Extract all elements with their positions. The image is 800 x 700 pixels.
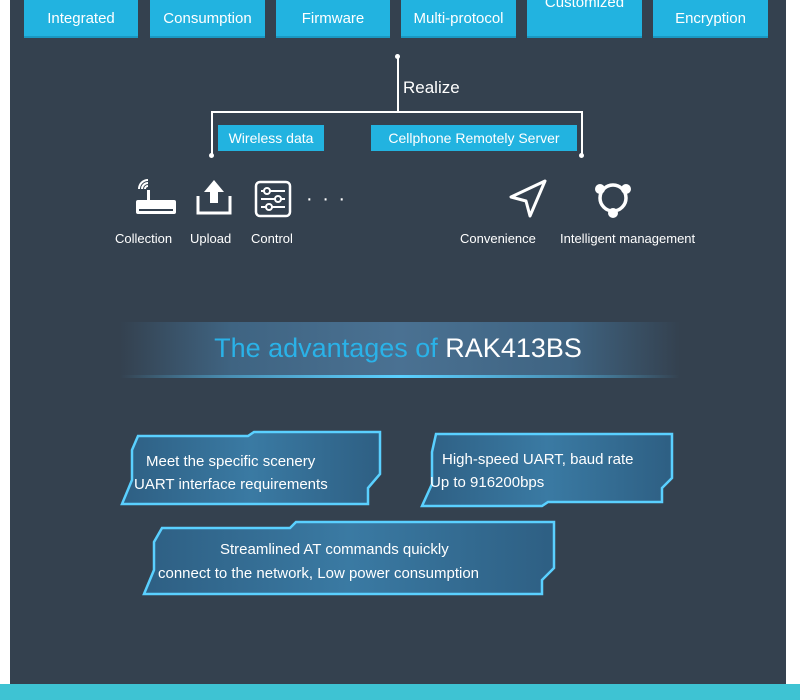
item-label-intelligent-management: Intelligent management <box>560 231 696 246</box>
product-name: RAK413BS <box>445 333 582 363</box>
advantages-title-prefix: The advantages of <box>214 333 438 363</box>
card-line: connect to the network, Low power consum… <box>158 565 480 582</box>
card-frame <box>142 520 556 596</box>
tree-branch-line <box>211 111 583 113</box>
tree-right-drop-line <box>581 111 583 156</box>
card-frame <box>420 432 674 508</box>
tree-right-dot <box>579 153 584 158</box>
item-label-upload: Upload <box>190 231 232 246</box>
branch-cellphone-server: Cellphone Remotely Server <box>371 125 577 151</box>
tree-left-drop-line <box>211 111 213 156</box>
feature-tab-firmware: Firmware <box>276 0 390 38</box>
card-line: UART interface requirements <box>134 476 328 493</box>
feature-tab-label: Integrated <box>47 9 115 27</box>
feature-tab-label: Multi-protocol <box>413 9 504 27</box>
content-panel: Integrated Consumption Firmware Multi-pr… <box>10 0 786 700</box>
control-panel-icon <box>254 180 292 218</box>
tree-trunk-line <box>397 57 399 112</box>
branch-label: Wireless data <box>228 130 314 146</box>
realize-label: Realize <box>403 78 460 97</box>
item-label-collection: Collection <box>115 231 173 246</box>
card-line: Meet the specific scenery <box>146 453 316 470</box>
bottom-accent-bar <box>0 684 800 700</box>
feature-tab-label: Encryption <box>675 9 746 27</box>
branch-wireless-data: Wireless data <box>218 125 324 151</box>
feature-tab-label: Customized <box>544 0 625 11</box>
advantage-card: High-speed UART, baud rate Up to 916200b… <box>418 430 678 510</box>
upload-icon <box>196 180 232 215</box>
feature-tab-label: Firmware <box>301 9 365 27</box>
feature-tab-consumption: Consumption <box>150 0 265 38</box>
branch-label: Cellphone Remotely Server <box>388 130 560 146</box>
feature-tab-integrated: Integrated <box>24 0 138 38</box>
tree-left-dot <box>209 153 214 158</box>
advantages-title: The advantages of RAK413BS <box>10 333 786 364</box>
more-ellipsis: · · · <box>306 188 348 210</box>
feature-tab-multi-protocol: Multi-protocol <box>401 0 516 38</box>
item-label-convenience: Convenience <box>460 231 536 246</box>
advantage-card: Meet the specific scenery UART interface… <box>118 430 384 510</box>
feature-tab-encryption: Encryption <box>653 0 768 38</box>
card-line: High-speed UART, baud rate <box>442 451 634 468</box>
card-line: Up to 916200bps <box>430 474 545 491</box>
card-frame <box>120 430 382 506</box>
router-icon <box>136 179 176 214</box>
item-label-control: Control <box>251 231 293 246</box>
advantages-banner <box>120 322 680 378</box>
tree-root-dot <box>395 54 400 59</box>
feature-tab-label: Consumption <box>163 9 252 27</box>
card-line: Streamlined AT commands quickly <box>220 541 449 558</box>
navigation-arrow-icon <box>509 179 547 218</box>
advantage-card: Streamlined AT commands quickly connect … <box>140 520 560 600</box>
feature-tab-customized: Customized <box>527 0 642 38</box>
advantages-banner-glow <box>120 375 680 378</box>
network-nodes-icon <box>595 183 631 218</box>
